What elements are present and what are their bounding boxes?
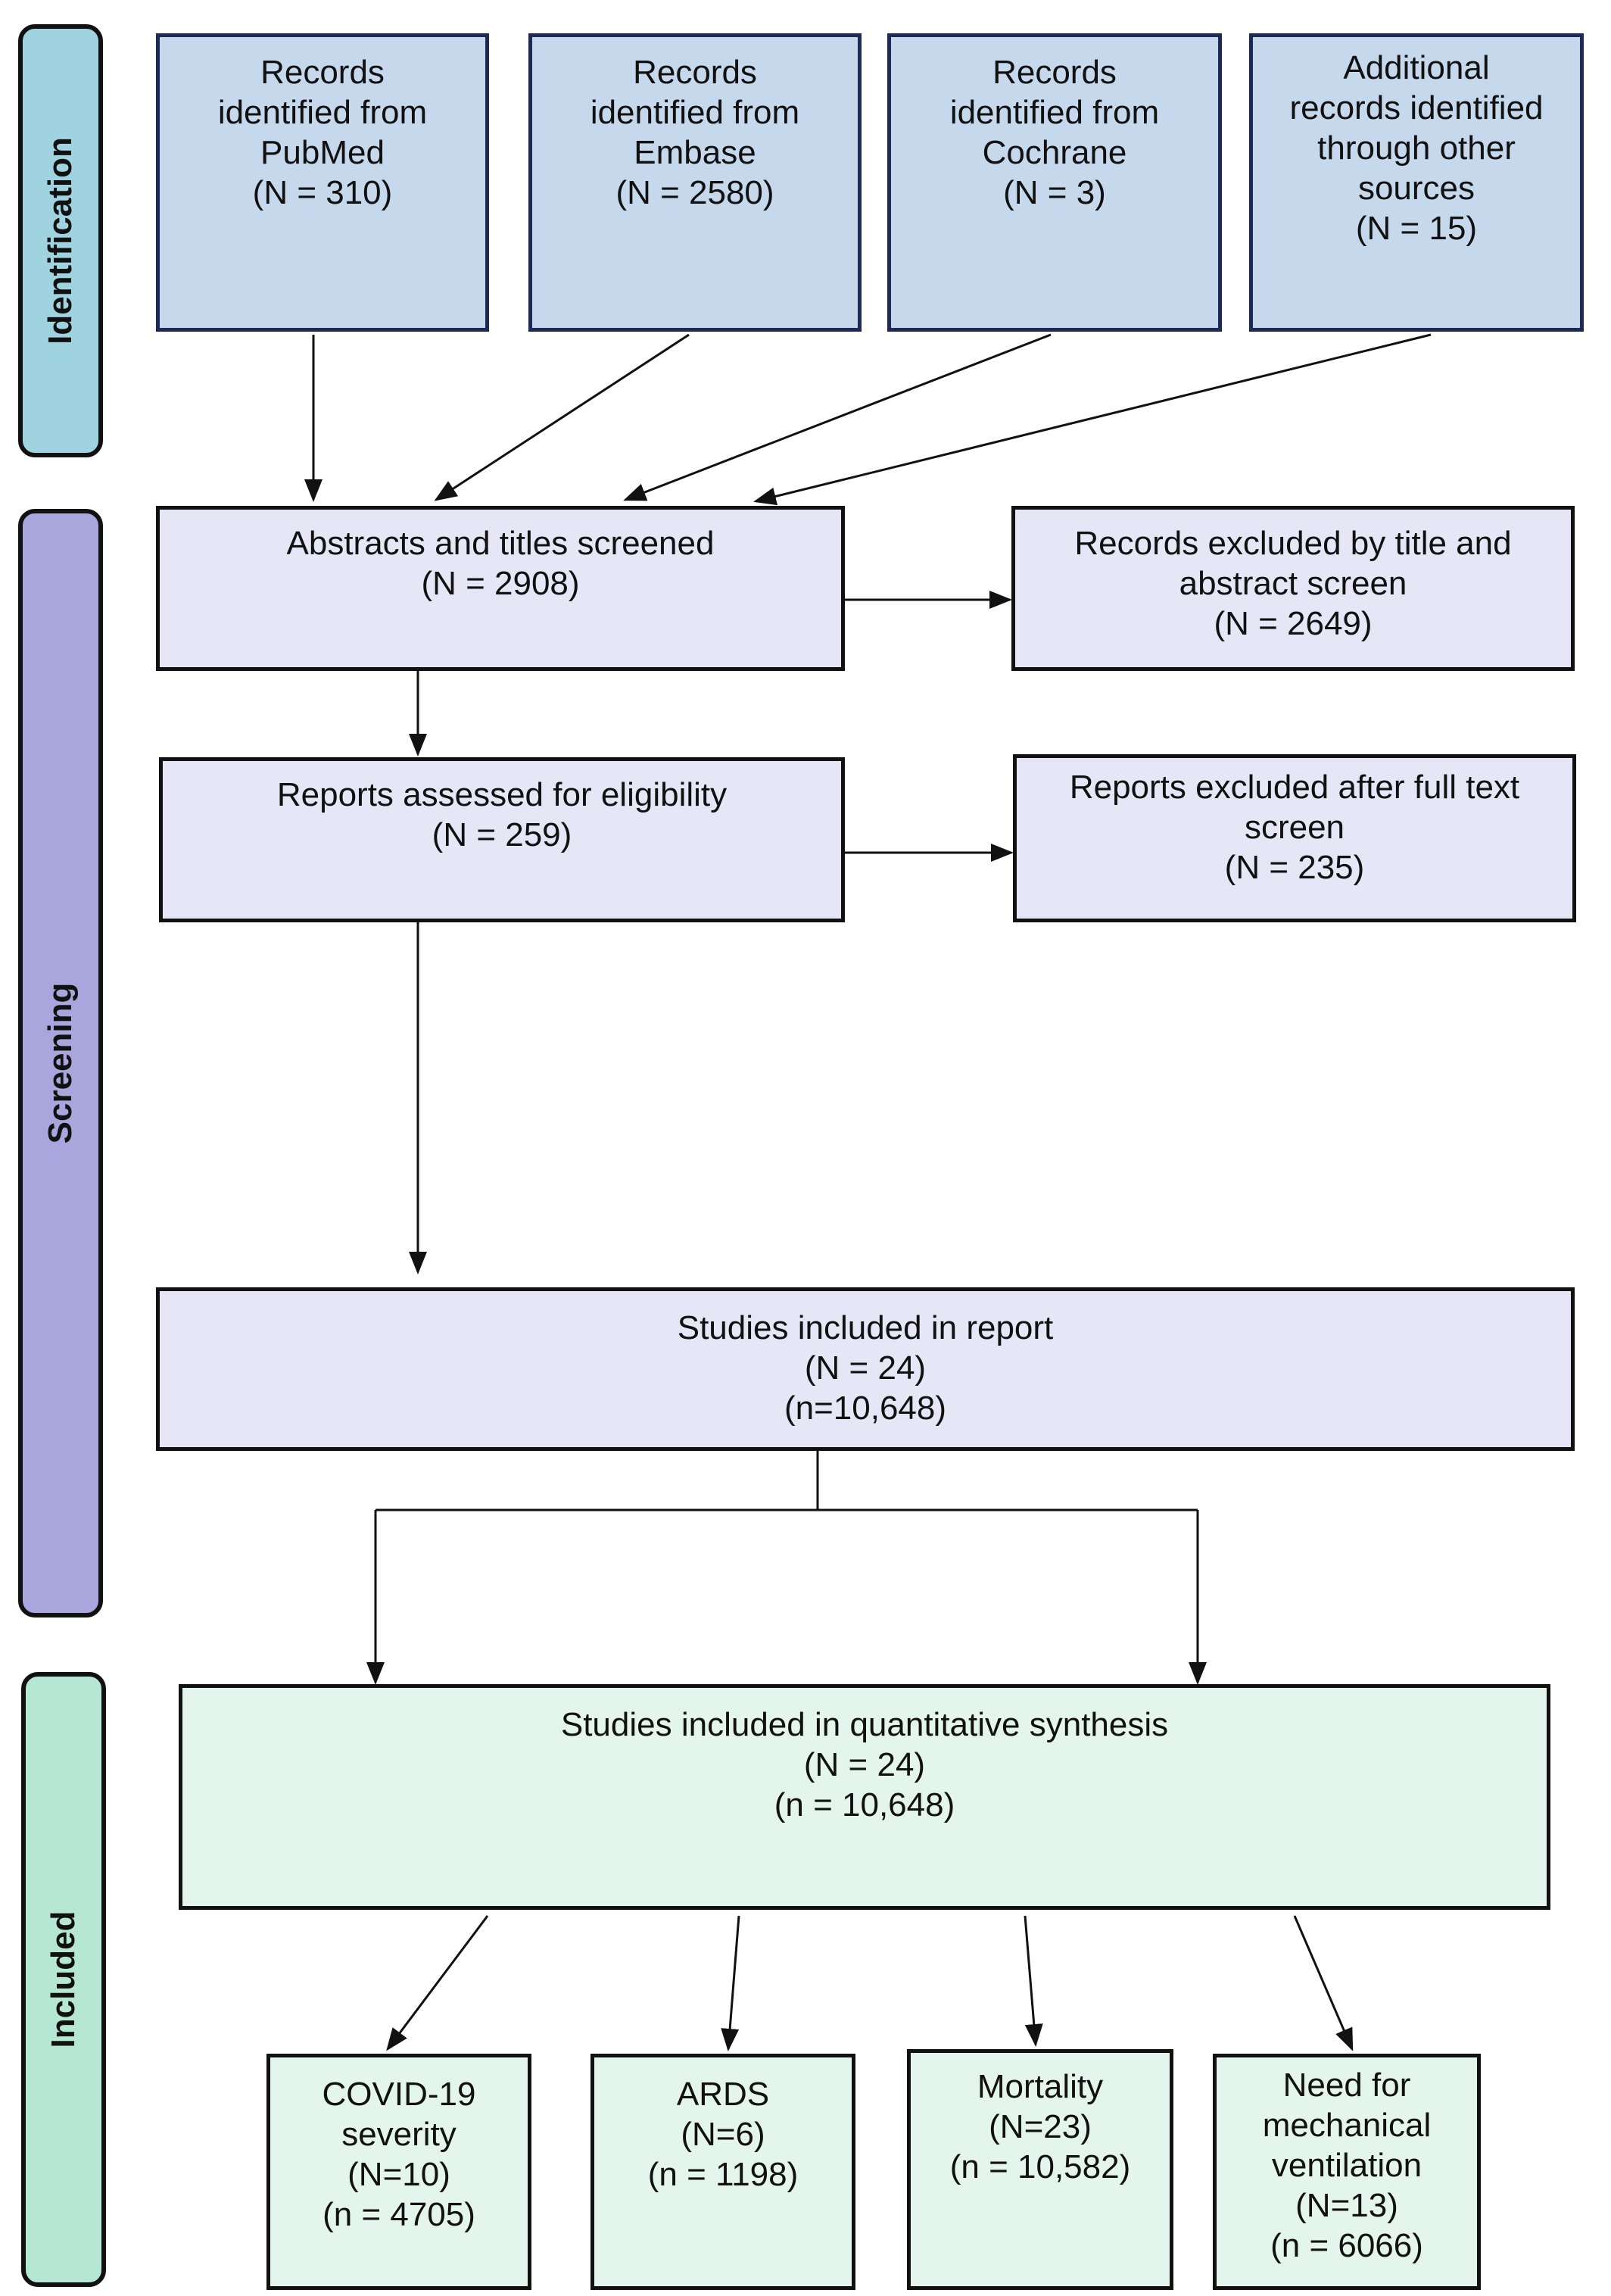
box-text-line: mechanical [1262,2107,1432,2144]
source-cochrane-box: Records identified from Cochrane (N = 3) [887,33,1222,332]
box-text-line: (N = 2649) [1214,605,1373,642]
arrow-synthesis-to-severity [386,1915,489,2051]
box-text-line: screen [1244,809,1345,846]
box-text-line: (n = 10,648) [774,1786,955,1823]
box-text-line: Additional [1343,49,1490,86]
box-text-line: ventilation [1271,2147,1422,2184]
box-text-line: (N=23) [989,2108,1092,2145]
arrow-synthesis-to-ventilation [1293,1915,1354,2051]
box-text-line: (N = 2580) [615,174,774,211]
box-text-line: Abstracts and titles screened [286,525,715,562]
box-text-line: (N=13) [1295,2187,1398,2224]
box-text-line: ARDS [676,2076,770,2113]
box-text-line: Records [633,54,757,91]
box-text-line: (n = 6066) [1270,2227,1423,2264]
box-text-line: (n=10,648) [784,1390,947,1427]
box-text-line: Reports excluded after full text [1069,769,1520,806]
box-text-line: (n = 10,582) [949,2148,1131,2185]
box-text-line: abstract screen [1179,565,1407,602]
box-text-line: (N = 3) [1003,174,1106,211]
outcome-covid-severity-box: COVID-19 severity (N=10) (n = 4705) [266,2054,531,2290]
arrow-embase-to-screened [434,333,690,501]
box-text-line: identified from [949,94,1160,131]
box-text-line: (N = 2908) [421,565,580,602]
box-text-line: Need for [1282,2067,1411,2104]
outcome-mortality-box: Mortality (N=23) (n = 10,582) [907,2049,1173,2290]
report-split-connector [375,1451,1198,1511]
box-text-line: Mortality [977,2068,1104,2105]
box-text-line: COVID-19 [322,2076,476,2113]
arrow-other-to-screened [753,333,1432,506]
box-text-line: identified from [217,94,428,131]
box-text-line: (N = 310) [252,174,393,211]
source-pubmed-box: Records identified from PubMed (N = 310) [156,33,489,332]
box-text-line: identified from [590,94,800,131]
screening-phase-bar: Screening [18,509,103,1617]
box-text-line: severity [341,2116,457,2153]
box-text-line: (n = 4705) [323,2196,475,2233]
box-text-line: (N = 15) [1355,210,1478,247]
arrow-cochrane-to-screened [623,333,1052,501]
box-text-line: Studies included in report [677,1309,1054,1346]
box-text-line: PubMed [260,134,385,171]
source-other-box: Additional records identified through ot… [1249,33,1584,332]
excluded-full-text-box: Reports excluded after full text screen … [1013,754,1576,922]
box-text-line: Reports assessed for eligibility [276,776,728,813]
outcome-mechanical-ventilation-box: Need for mechanical ventilation (N=13) (… [1213,2054,1481,2290]
box-text-line: (n = 1198) [647,2156,799,2193]
box-text-line: (N = 24) [804,1349,927,1387]
box-text-line: Cochrane [982,134,1127,171]
screened-box: Abstracts and titles screened (N = 2908) [156,506,845,671]
box-text-line: (N=10) [347,2156,450,2193]
assessed-eligibility-box: Reports assessed for eligibility (N = 25… [159,757,845,922]
outcome-ards-box: ARDS (N=6) (n = 1198) [590,2054,855,2290]
box-text-line: Embase [634,134,756,171]
included-phase-bar: Included [21,1672,106,2287]
box-text-line: through other [1317,129,1516,167]
quantitative-synthesis-box: Studies included in quantitative synthes… [179,1684,1550,1910]
box-text-line: (N = 24) [803,1746,926,1783]
box-text-line: (N = 259) [432,816,572,853]
source-embase-box: Records identified from Embase (N = 2580… [528,33,862,332]
box-text-line: (N=6) [681,2116,765,2153]
box-text-line: Studies included in quantitative synthes… [560,1706,1169,1743]
box-text-line: Records [260,54,385,91]
included-in-report-box: Studies included in report (N = 24) (n=1… [156,1287,1575,1451]
box-text-line: sources [1357,170,1475,207]
box-text-line: (N = 235) [1224,849,1365,886]
excluded-title-abstract-box: Records excluded by title and abstract s… [1011,506,1575,671]
box-text-line: Records excluded by title and [1074,525,1512,562]
identification-phase-bar: Identification [18,24,103,457]
box-text-line: Records [992,54,1117,91]
box-text-line: records identified [1289,89,1544,126]
arrow-synthesis-to-ards [721,1915,740,2051]
arrow-synthesis-to-mortality [1024,1915,1043,2047]
